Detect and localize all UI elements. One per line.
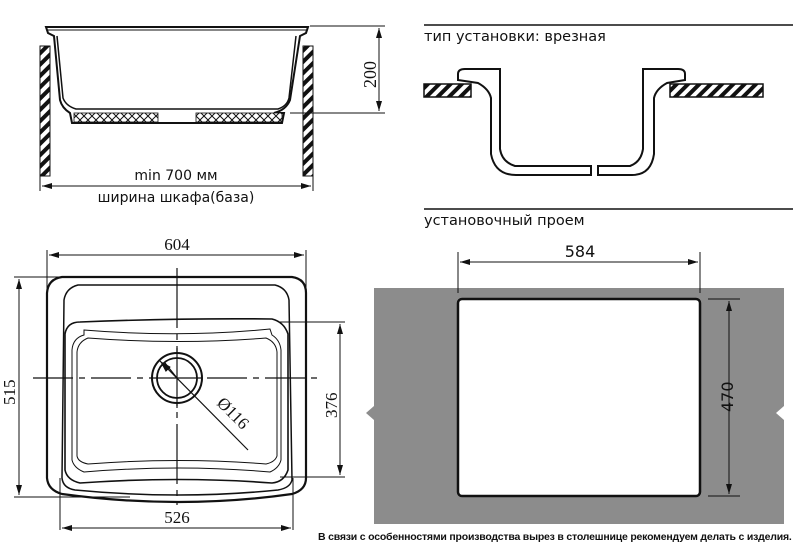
cabinet-width-label: ширина шкафа(база) — [98, 190, 255, 206]
cabinet-wall-left — [39, 45, 51, 177]
overall-width-label: 604 — [164, 235, 190, 254]
cutout-height-label: 470 — [718, 381, 737, 412]
depth-label: 200 — [360, 61, 380, 88]
cutout-heading: установочный проем — [424, 213, 585, 229]
inset-sink-profile-left — [457, 68, 592, 176]
drain-leader-line — [159, 360, 249, 451]
side-section-view: 200 min 700 мм ширина шкафа(база) — [39, 25, 385, 206]
min-width-label: min 700 мм — [134, 168, 217, 184]
inset-sink-profile-right — [597, 68, 686, 176]
sink-profile — [44, 26, 310, 124]
top-view: Ø116 604 515 376 526 — [0, 235, 345, 531]
bowl-depth-label: 376 — [322, 393, 341, 419]
cabinet-wall-right — [302, 45, 314, 177]
bowl-width-label: 526 — [164, 508, 190, 527]
install-type-heading: тип установки: врезная — [424, 29, 606, 45]
sink-bottom-right-crosshatch — [195, 112, 283, 123]
sink-rim-outline — [61, 284, 293, 496]
countertop-right — [669, 83, 764, 98]
cutout-footnote: В связи с особенностями производства выр… — [318, 531, 792, 543]
sink-bottom-left-crosshatch — [73, 112, 159, 123]
bowl-outline — [64, 318, 289, 484]
countertop-left — [423, 83, 472, 98]
cutout-view: 584 470 — [366, 242, 784, 524]
cutout-opening — [456, 297, 702, 498]
cutout-width-label: 584 — [565, 242, 596, 261]
install-type-view: тип установки: врезная установочный прое… — [423, 24, 793, 229]
overall-depth-label: 515 — [0, 380, 19, 406]
